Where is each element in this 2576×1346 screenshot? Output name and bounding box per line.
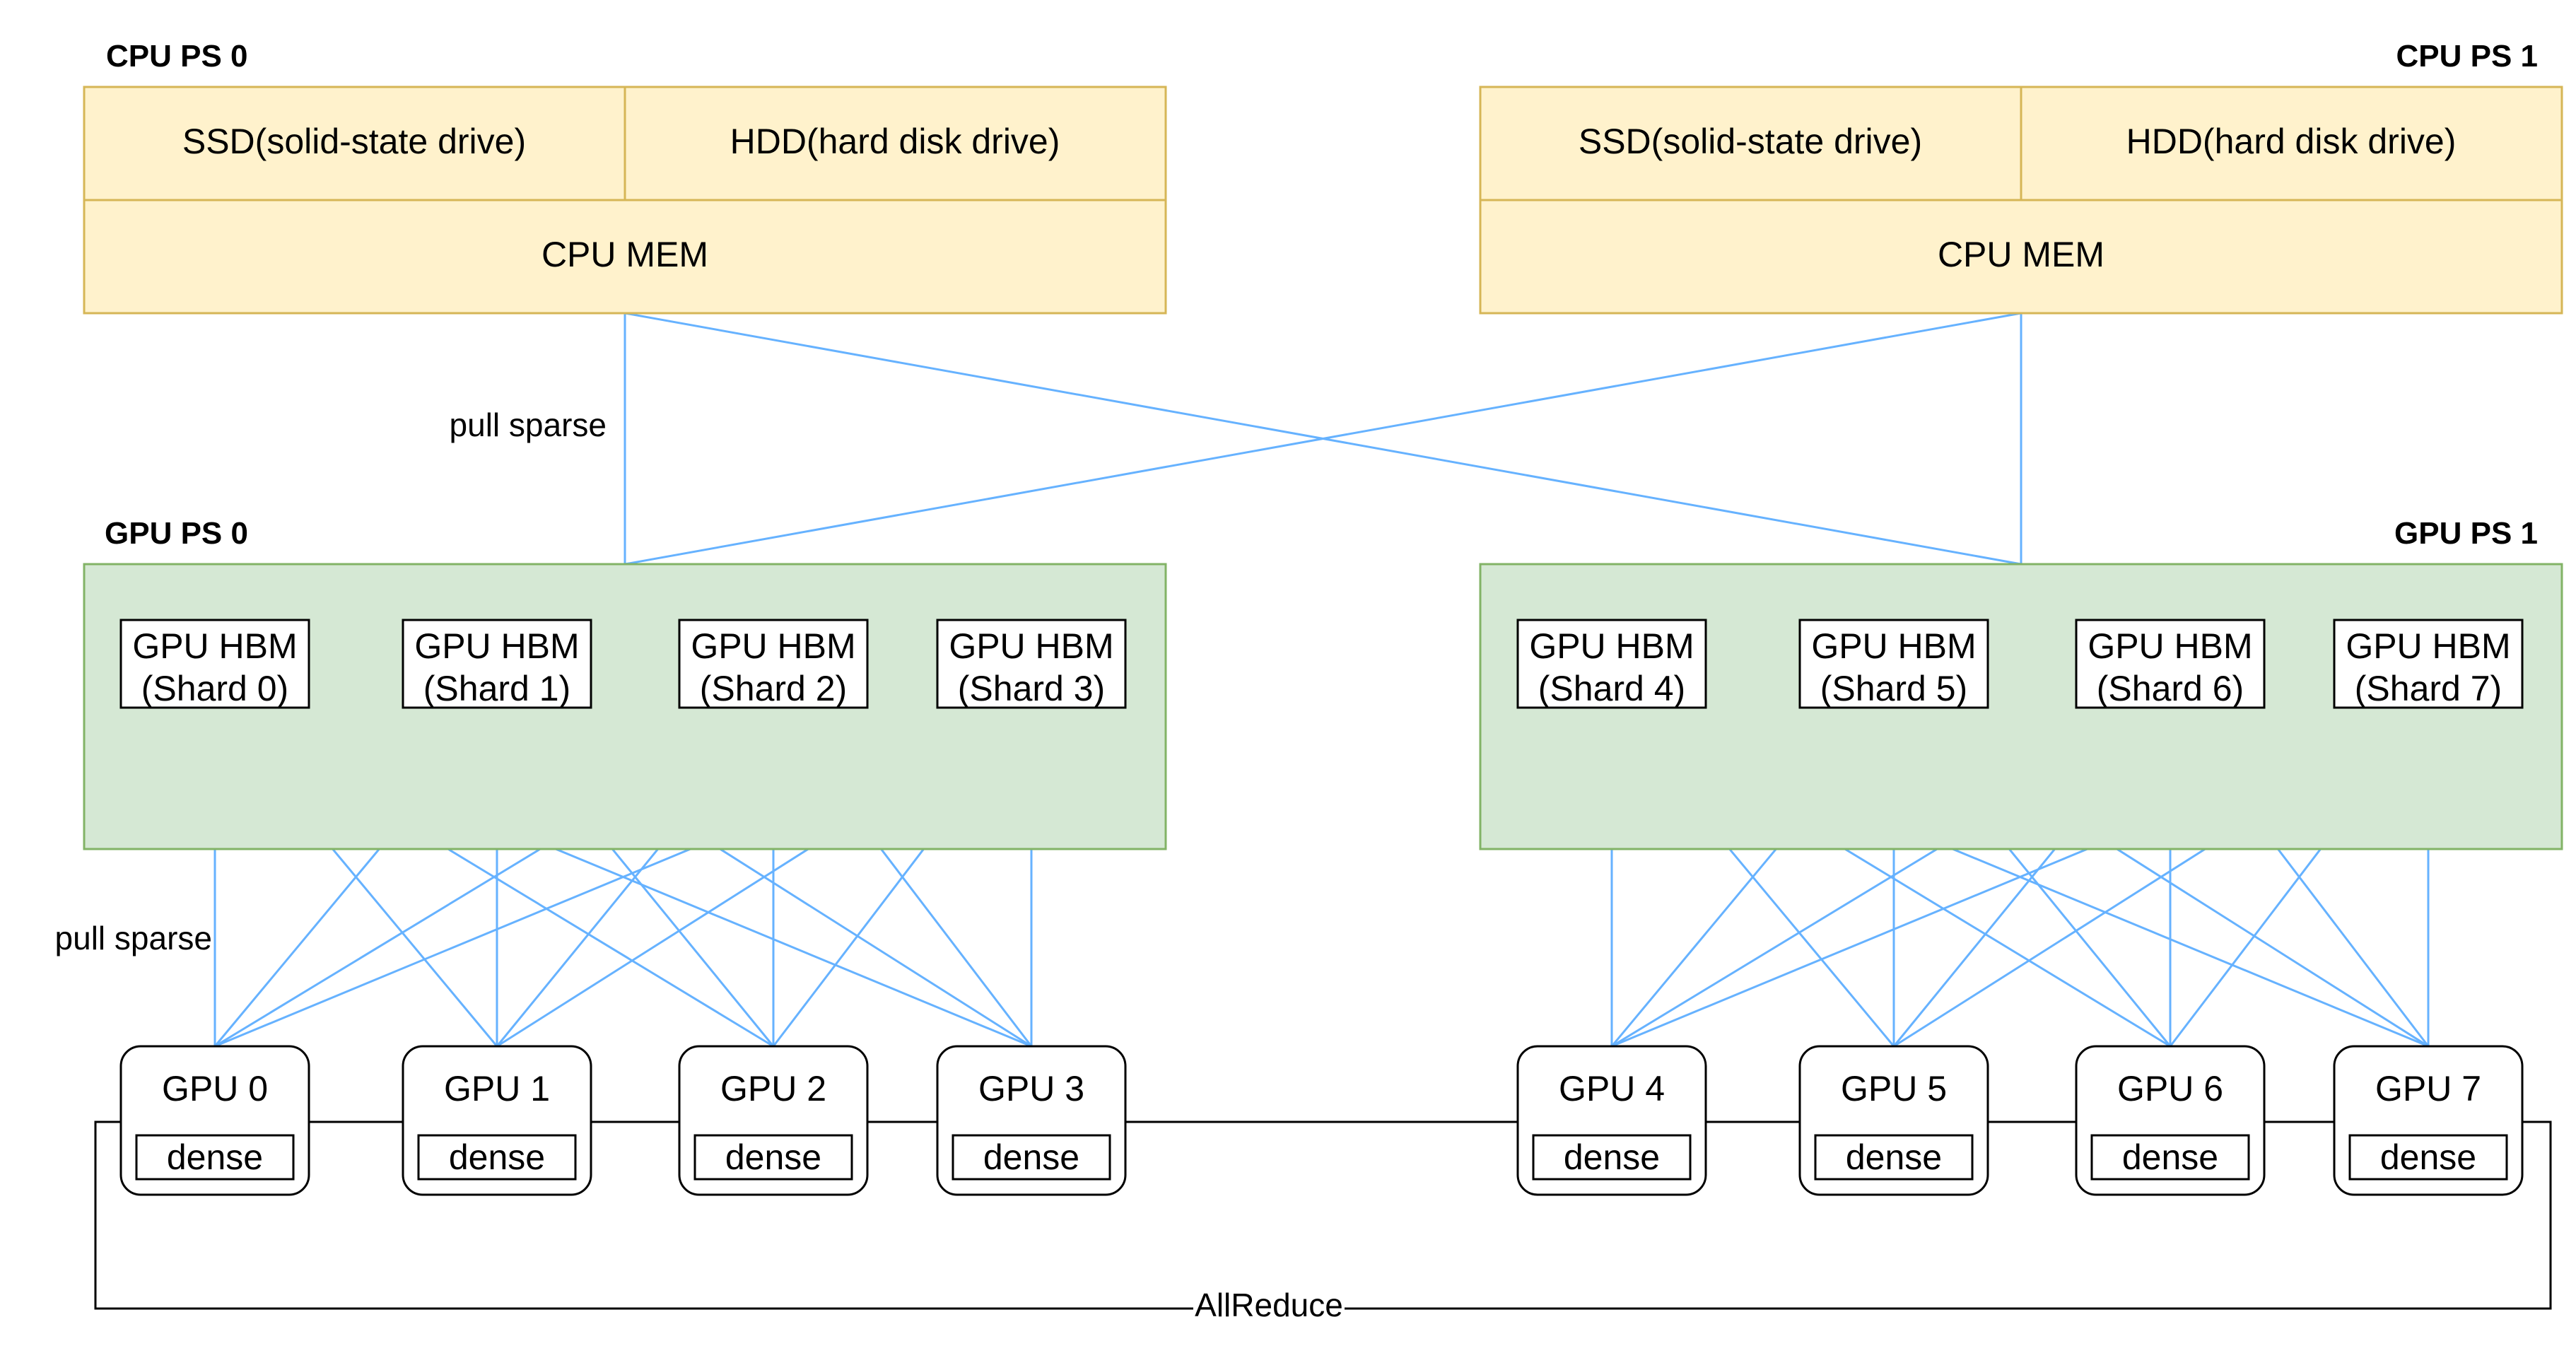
hbm-label: GPU HBM (414, 626, 579, 666)
dense-box (2348, 1134, 2508, 1181)
hbm-label: GPU HBM (2346, 626, 2510, 666)
gpu-ps-0-title: GPU PS 0 (105, 516, 248, 551)
dense-label: dense (449, 1137, 545, 1177)
cpu-ps-0-hdd: HDD(hard disk drive) (730, 122, 1060, 161)
hbm-shard-label: (Shard 7) (2355, 669, 2502, 708)
cpu-ps-0-ssd: SSD(solid-state drive) (182, 122, 526, 161)
gpu-name: GPU 7 (2375, 1069, 2481, 1108)
hbm-shard-3: GPU HBM(Shard 3) (936, 619, 1127, 709)
hbm-shard-7: GPU HBM(Shard 7) (2333, 619, 2524, 709)
cpu-ps-0-mem-cell (83, 199, 1167, 315)
hbm-shard-5: GPU HBM(Shard 5) (1798, 619, 1989, 709)
cpu-ps-0-title: CPU PS 0 (106, 39, 248, 74)
gpu-node-0: GPU 0 dense (119, 1045, 310, 1196)
hbm-label: GPU HBM (691, 626, 855, 666)
dense-label: dense (983, 1137, 1079, 1177)
cpu-ps-0-hdd-cell (623, 86, 1167, 201)
gpu-name: GPU 2 (720, 1069, 826, 1108)
cpu-ps-0: CPU PS 0 SSD(solid-state drive) HDD(hard… (83, 39, 1167, 315)
allreduce-label: AllReduce (1195, 1287, 1343, 1323)
gpu-name: GPU 3 (978, 1069, 1084, 1108)
cpu-ps-1-ssd: SSD(solid-state drive) (1579, 122, 1922, 161)
hbm-shard-label: (Shard 0) (141, 669, 288, 708)
dense-box (2090, 1134, 2250, 1181)
hbm-box (402, 619, 592, 709)
pull-sparse-label-top: pull sparse (450, 406, 607, 443)
cpu-ps-1-ssd-cell (1479, 86, 2022, 201)
dense-label: dense (2380, 1137, 2476, 1177)
dense-box (135, 1134, 295, 1181)
hbm-box (2075, 619, 2266, 709)
hbm-shard-label: (Shard 5) (1820, 669, 1967, 708)
hbm-box (1516, 619, 1707, 709)
dense-box (952, 1134, 1111, 1181)
cpu-ps-1-mem-cell (1479, 199, 2563, 315)
dense-label: dense (2122, 1137, 2218, 1177)
cpu-ps-0-mem: CPU MEM (541, 235, 708, 274)
hbm-shard-label: (Shard 4) (1538, 669, 1685, 708)
dense-box (693, 1134, 853, 1181)
gpu-node-2: GPU 2 dense (678, 1045, 869, 1196)
cpu-to-gpu-ps-cross-link (624, 312, 2022, 566)
gpu-node-3: GPU 3 dense (936, 1045, 1127, 1196)
cpu-ps-1-title: CPU PS 1 (2396, 39, 2538, 74)
gpu-node-1: GPU 1 dense (402, 1045, 592, 1196)
cpu-ps-1-mem: CPU MEM (1938, 235, 2104, 274)
gpu-name: GPU 5 (1841, 1069, 1947, 1108)
hbm-shard-0: GPU HBM(Shard 0) (119, 619, 310, 709)
hbm-label: GPU HBM (949, 626, 1113, 666)
cpu-ps-1-hdd: HDD(hard disk drive) (2126, 122, 2457, 161)
hbm-shard-label: (Shard 3) (958, 669, 1105, 708)
gpu-node-5: GPU 5 dense (1798, 1045, 1989, 1196)
gpu-name: GPU 0 (162, 1069, 268, 1108)
hbm-shard-4: GPU HBM(Shard 4) (1516, 619, 1707, 709)
hbm-label: GPU HBM (2088, 626, 2252, 666)
pull-sparse-label-bottom: pull sparse (55, 920, 212, 956)
hbm-box (119, 619, 310, 709)
gpu-ps-1-title: GPU PS 1 (2394, 516, 2538, 551)
dense-label: dense (1564, 1137, 1660, 1177)
dense-label: dense (725, 1137, 821, 1177)
dense-label: dense (1846, 1137, 1942, 1177)
hbm-box (1798, 619, 1989, 709)
dense-label: dense (167, 1137, 263, 1177)
hbm-shard-1: GPU HBM(Shard 1) (402, 619, 592, 709)
hbm-shard-2: GPU HBM(Shard 2) (678, 619, 869, 709)
gpu-name: GPU 1 (444, 1069, 550, 1108)
hbm-label: GPU HBM (1529, 626, 1694, 666)
hbm-box (936, 619, 1127, 709)
dense-box (1814, 1134, 1974, 1181)
gpu-nodes: GPU 0 dense GPU 1 dense GPU 2 dense GPU 3 dense… (119, 1045, 2524, 1196)
allreduce-ring (94, 1120, 2552, 1310)
hbm-box (678, 619, 869, 709)
hbm-shard-6: GPU HBM(Shard 6) (2075, 619, 2266, 709)
gpu-node-6: GPU 6 dense (2075, 1045, 2266, 1196)
hbm-label: GPU HBM (132, 626, 297, 666)
cpu-ps-1: CPU PS 1 SSD(solid-state drive) HDD(hard… (1479, 39, 2563, 315)
hbm-shard-label: (Shard 2) (700, 669, 847, 708)
gpu-node-4: GPU 4 dense (1516, 1045, 1707, 1196)
cpu-ps-0-ssd-cell (83, 86, 626, 201)
hbm-label: GPU HBM (1811, 626, 1976, 666)
gpu-name: GPU 4 (1559, 1069, 1665, 1108)
gpu-name: GPU 6 (2117, 1069, 2223, 1108)
cpu-ps-1-hdd-cell (2020, 86, 2563, 201)
hbm-shard-label: (Shard 6) (2097, 669, 2244, 708)
hbm-box (2333, 619, 2524, 709)
hbm-shard-label: (Shard 1) (423, 669, 570, 708)
dense-box (417, 1134, 577, 1181)
dense-box (1532, 1134, 1692, 1181)
hbm-shards: GPU HBM(Shard 0)GPU HBM(Shard 1)GPU HBM(… (119, 619, 2524, 709)
gpu-node-7: GPU 7 dense (2333, 1045, 2524, 1196)
